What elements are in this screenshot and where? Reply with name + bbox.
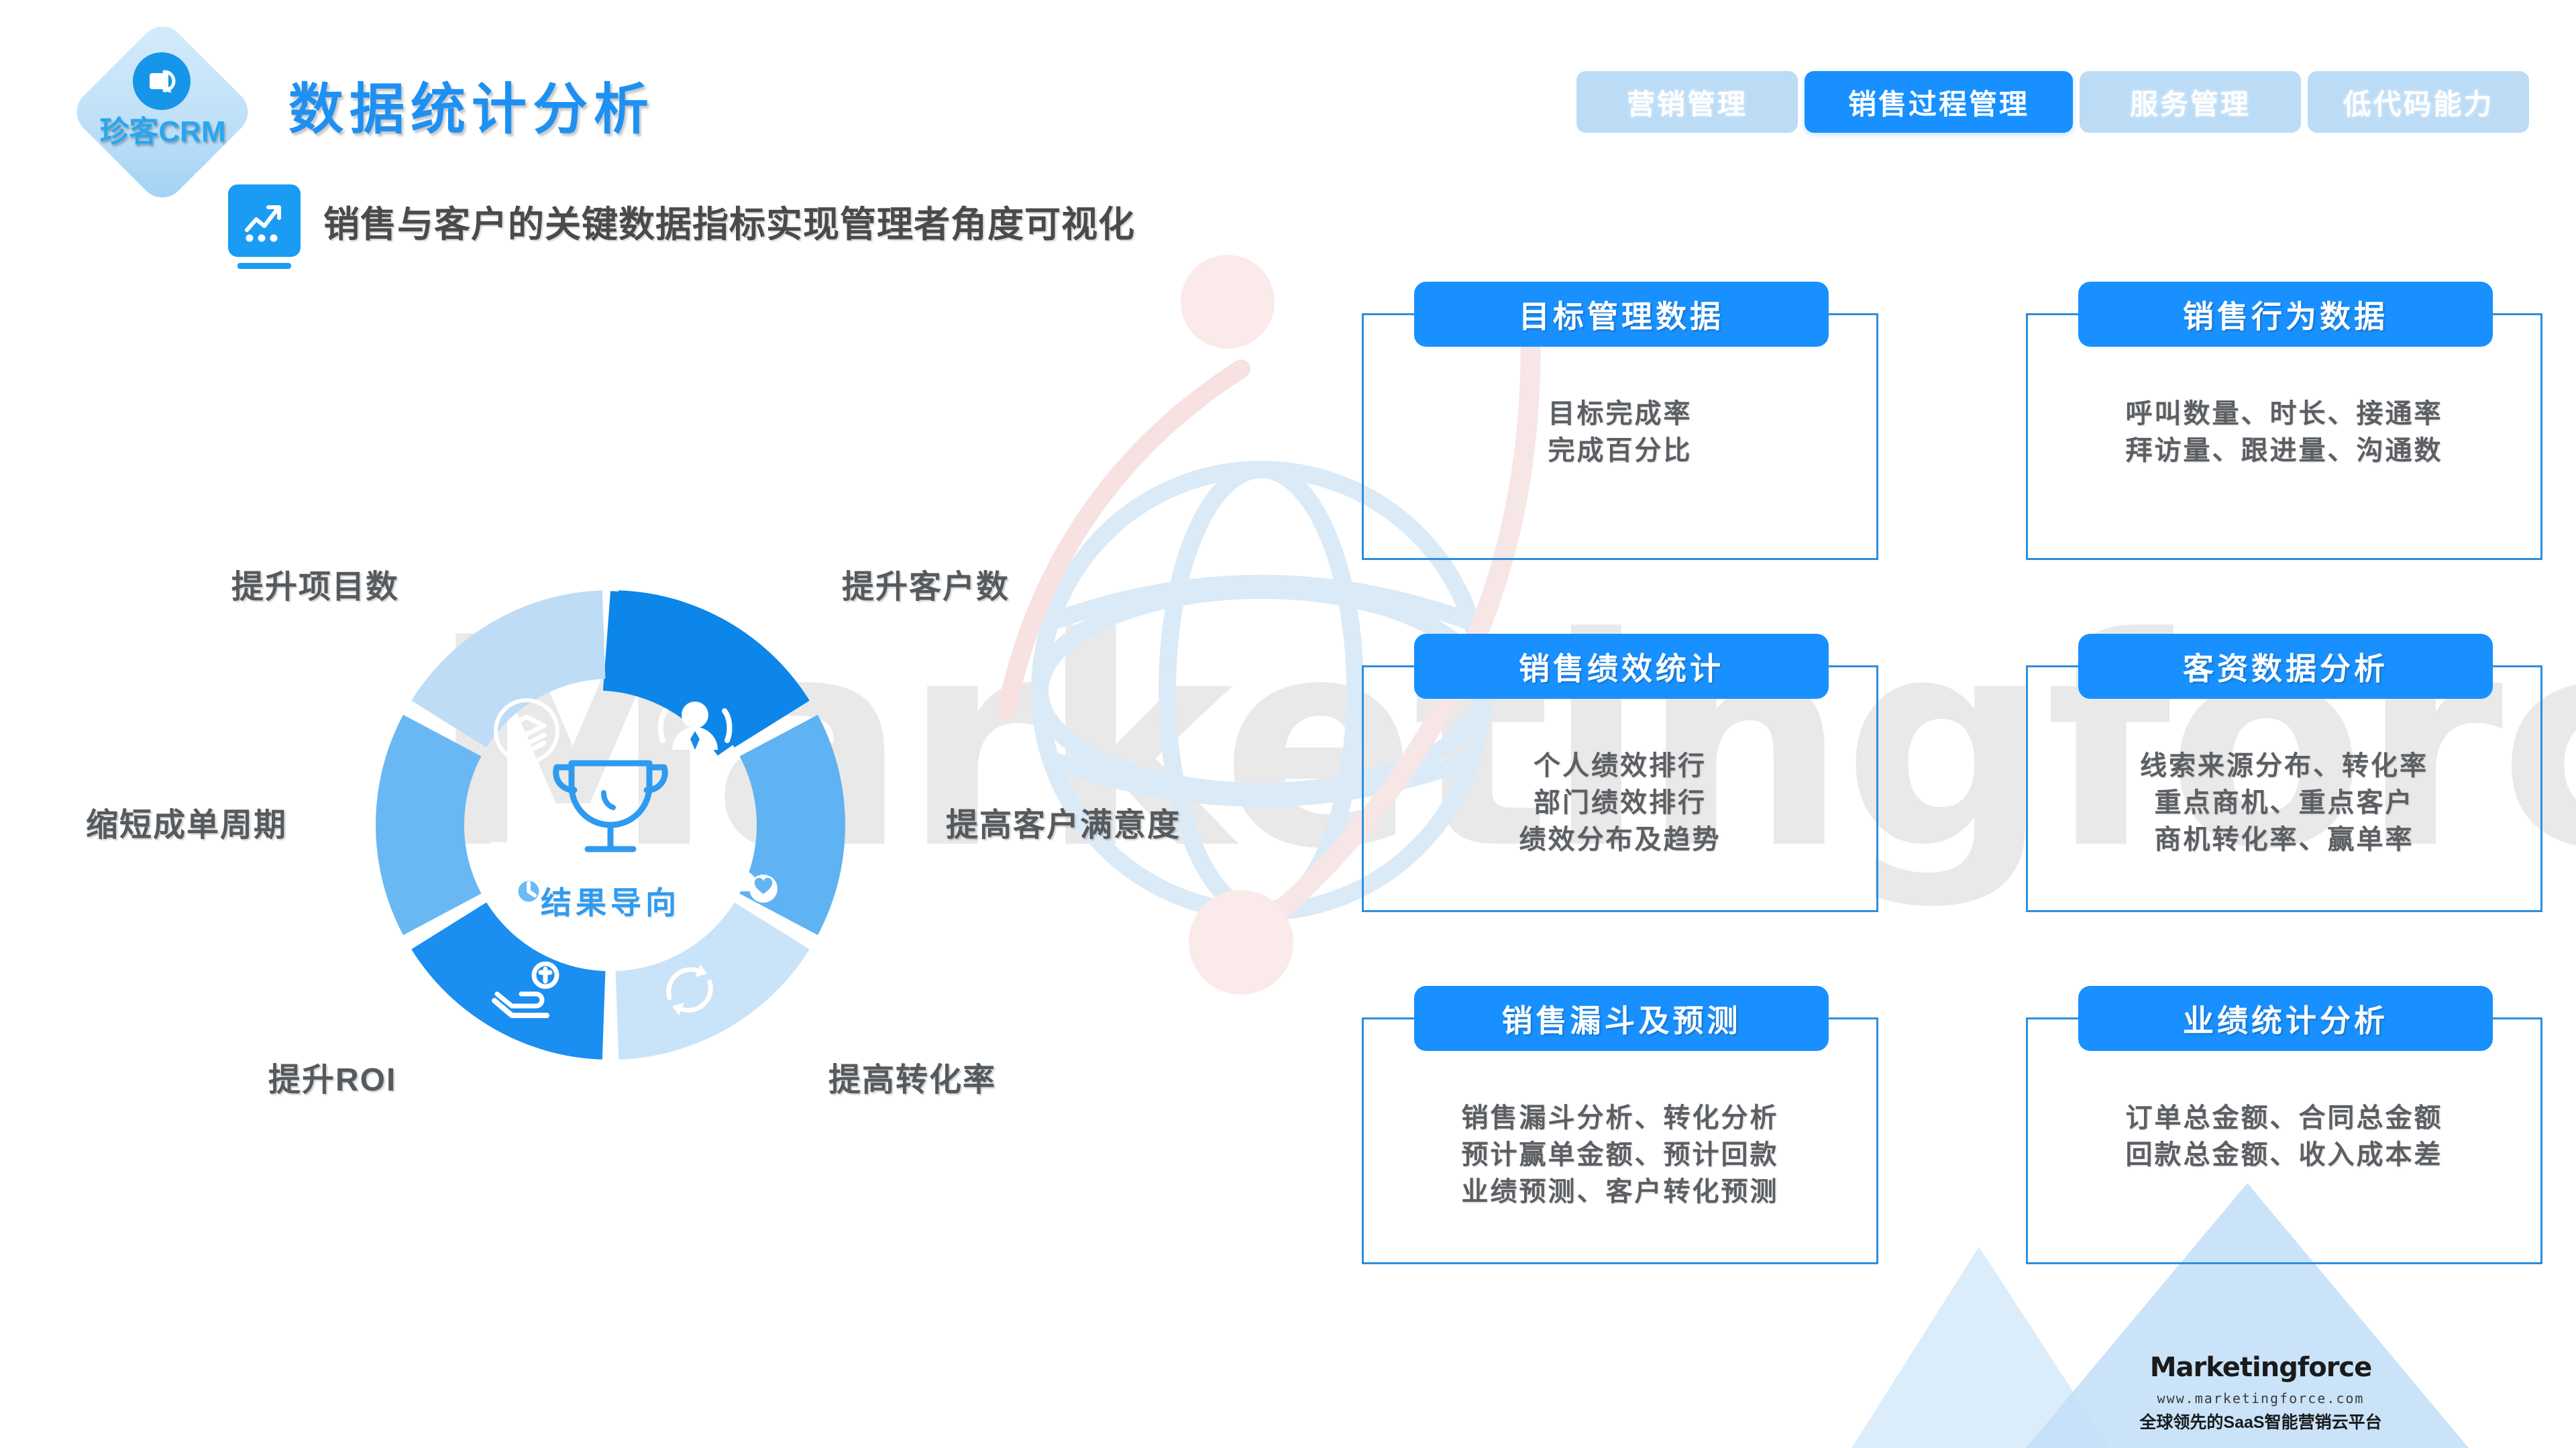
card-line: 重点商机、重点客户 [2154, 788, 2414, 818]
subtitle-text: 销售与客户的关键数据指标实现管理者角度可视化 [323, 204, 1135, 245]
card-line: 线索来源分布、转化率 [2140, 751, 2428, 781]
user-heart-icon [714, 844, 777, 903]
card-title: 业绩统计分析 [2078, 986, 2493, 1051]
wheel-label-increase-projects: 提升项目数 [231, 569, 400, 605]
segment-shorten-cycle-wedge [376, 714, 482, 936]
refresh-cycle-icon [666, 964, 713, 1015]
card-title: 销售绩效统计 [1414, 634, 1829, 699]
hand-coin-icon [492, 961, 559, 1018]
footer-logo-text: Marketingforce [2149, 1352, 2373, 1383]
subtitle-row: 销售与客户的关键数据指标实现管理者角度可视化 [228, 184, 1135, 269]
tab-lowcode-capability[interactable]: 低代码能力 [2308, 71, 2529, 133]
card-title: 销售行为数据 [2078, 282, 2493, 347]
segment-conversion-rate-wedge [615, 902, 810, 1060]
card-body: 线索来源分布、转化率 重点商机、重点客户 商机转化率、赢单率 [2026, 748, 2542, 859]
card-title: 目标管理数据 [1414, 282, 1829, 347]
card-body: 目标完成率 完成百分比 [1362, 396, 1878, 469]
card-body: 订单总金额、合同总金额 回款总金额、收入成本差 [2026, 1100, 2542, 1174]
top-tab-bar: 营销管理 销售过程管理 服务管理 低代码能力 [1576, 71, 2529, 133]
footer-branding: Marketingforce www.marketingforce.com 全球… [2086, 1354, 2435, 1433]
card-line: 完成百分比 [1548, 436, 1693, 466]
card-sales-funnel-forecast[interactable]: 销售漏斗及预测 销售漏斗分析、转化分析 预计赢单金额、预计回款 业绩预测、客户转… [1362, 986, 1878, 1264]
tab-sales-process-management[interactable]: 销售过程管理 [1805, 71, 2073, 133]
footer-url: www.marketingforce.com [2157, 1390, 2365, 1406]
segment-increase-roi-wedge [411, 902, 606, 1060]
card-sales-performance-stats[interactable]: 销售绩效统计 个人绩效排行 部门绩效排行 绩效分布及趋势 [1362, 634, 1878, 912]
card-line: 商机转化率、赢单率 [2154, 825, 2414, 855]
segment-increase-projects-wedge [411, 590, 606, 748]
logo-label: 珍客CRM [99, 115, 226, 148]
card-body: 销售漏斗分析、转化分析 预计赢单金额、预计回款 业绩预测、客户转化预测 [1362, 1100, 1878, 1211]
wheel-label-shorten-cycle: 缩短成单周期 [86, 807, 288, 843]
tab-marketing-management[interactable]: 营销管理 [1576, 71, 1798, 133]
card-line: 业绩预测、客户转化预测 [1461, 1177, 1779, 1207]
card-line: 呼叫数量、时长、接通率 [2125, 399, 2443, 429]
card-title: 销售漏斗及预测 [1414, 986, 1829, 1051]
card-line: 回款总金额、收入成本差 [2125, 1140, 2443, 1170]
wheel-label-conversion-rate: 提高转化率 [828, 1062, 997, 1098]
card-sales-behavior-data[interactable]: 销售行为数据 呼叫数量、时长、接通率 拜访量、跟进量、沟通数 [2026, 282, 2542, 560]
crm-circle-icon [133, 52, 191, 110]
user-tie-icon [657, 702, 733, 750]
card-line: 拜访量、跟进量、沟通数 [2125, 436, 2443, 466]
card-line: 预计赢单金额、预计回款 [1461, 1140, 1779, 1170]
card-line: 个人绩效排行 [1534, 751, 1707, 781]
wheel-label-customer-satisfaction: 提高客户满意度 [946, 807, 1181, 843]
trophy-icon [553, 760, 668, 852]
wheel-label-increase-roi: 提升ROI [268, 1062, 397, 1098]
card-line: 绩效分布及趋势 [1519, 825, 1721, 855]
tab-service-management[interactable]: 服务管理 [2080, 71, 2301, 133]
wheel-center-label: 结果导向 [541, 885, 680, 920]
brand-logo[interactable]: 珍客CRM [64, 13, 262, 211]
card-line: 部门绩效排行 [1534, 788, 1707, 818]
page-title: 数据统计分析 [288, 79, 655, 140]
chart-trend-icon [228, 184, 301, 269]
card-line: 目标完成率 [1548, 399, 1693, 429]
card-title: 客资数据分析 [2078, 634, 2493, 699]
card-goal-management-data[interactable]: 目标管理数据 目标完成率 完成百分比 [1362, 282, 1878, 560]
card-body: 呼叫数量、时长、接通率 拜访量、跟进量、沟通数 [2026, 396, 2542, 469]
footer-tagline: 全球领先的SaaS智能营销云平台 [2139, 1413, 2382, 1432]
card-customer-resource-analysis[interactable]: 客资数据分析 线索来源分布、转化率 重点商机、重点客户 商机转化率、赢单率 [2026, 634, 2542, 912]
metrics-card-grid: 目标管理数据 目标完成率 完成百分比 销售行为数据 呼叫数量、时长、接通率 拜访… [1362, 282, 2542, 1268]
results-wheel: 结果导向 [322, 537, 899, 1113]
card-body: 个人绩效排行 部门绩效排行 绩效分布及趋势 [1362, 748, 1878, 859]
layers-icon [494, 698, 559, 764]
card-line: 订单总金额、合同总金额 [2125, 1103, 2443, 1133]
wheel-segments [376, 590, 845, 1060]
card-line: 销售漏斗分析、转化分析 [1461, 1103, 1779, 1133]
doc-clock-icon [486, 842, 544, 907]
card-performance-stats-analysis[interactable]: 业绩统计分析 订单总金额、合同总金额 回款总金额、收入成本差 [2026, 986, 2542, 1264]
segment-increase-customers-wedge [615, 590, 810, 748]
wheel-label-increase-customers: 提升客户数 [842, 569, 1010, 605]
